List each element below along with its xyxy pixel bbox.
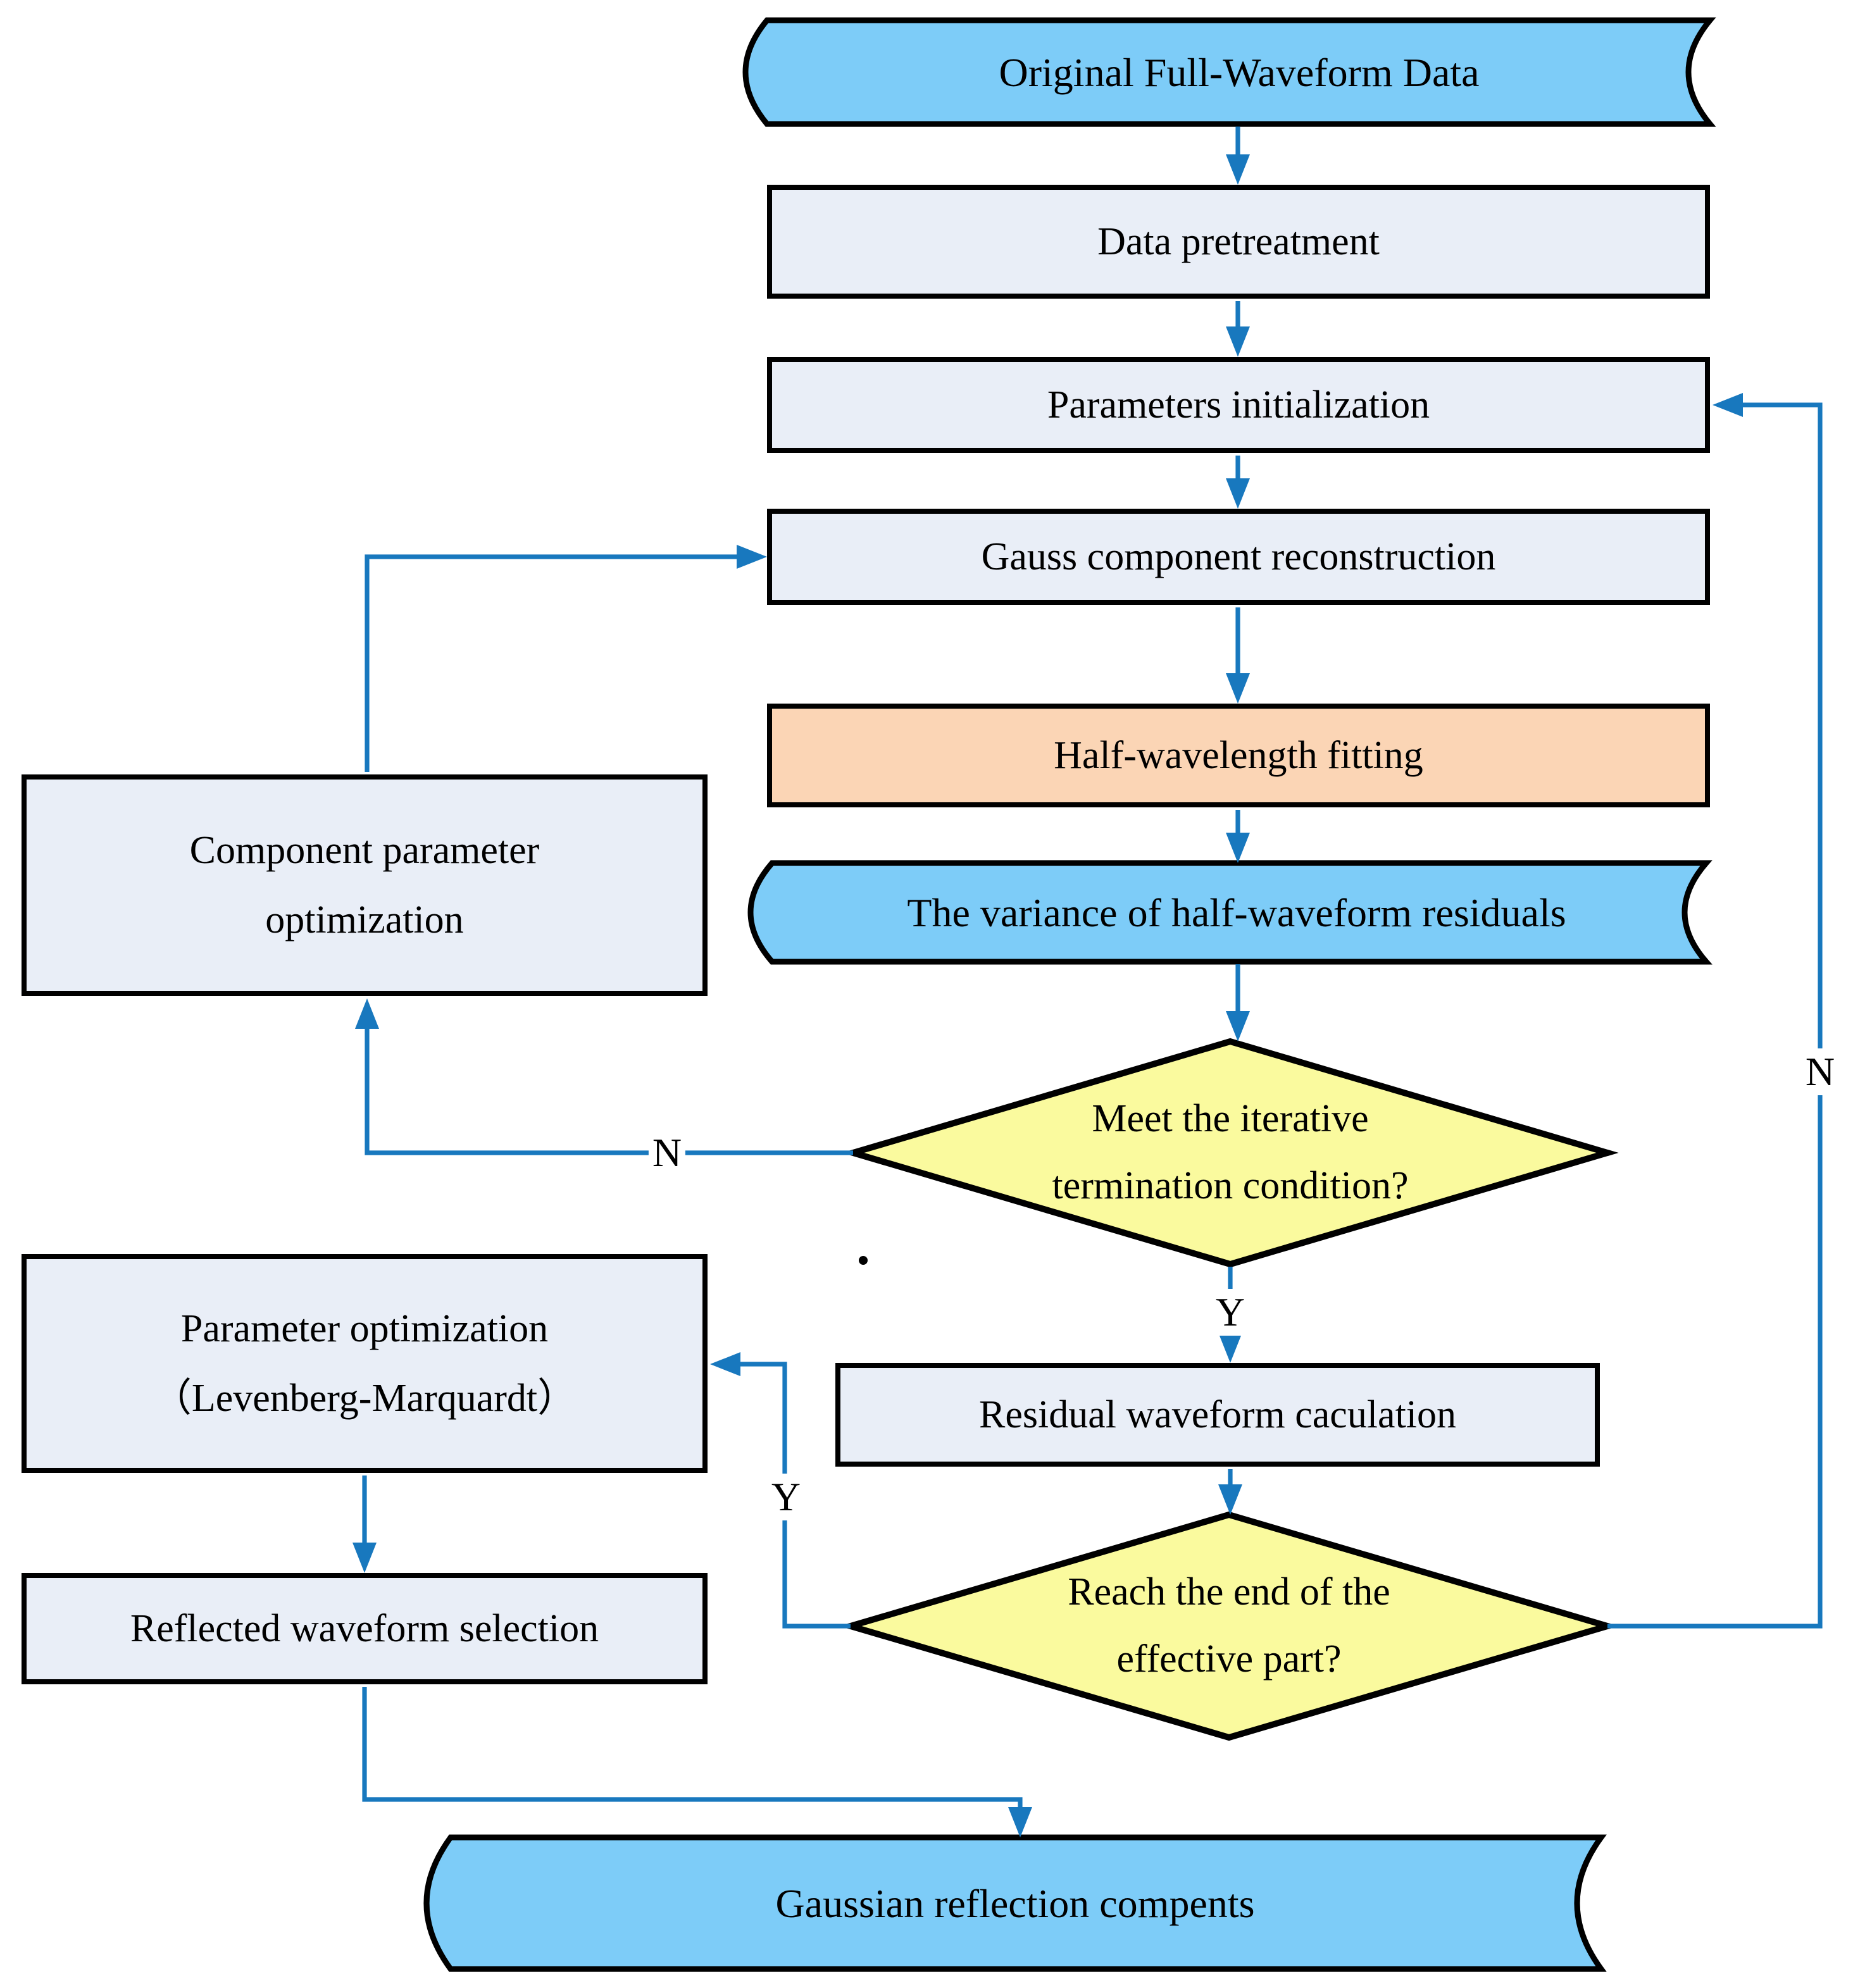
edge-label-no-end: N [1801, 1048, 1839, 1095]
node-label: Parameters initialization [1047, 382, 1430, 426]
edge-reflected-to-gaussian [362, 1687, 1023, 1810]
edge-diamond1-no-to-component [365, 1029, 853, 1155]
arrowhead-down-icon [1008, 1807, 1032, 1837]
node-label-line1: Component parameter [189, 828, 540, 873]
node-label: Reflected waveform selection [130, 1605, 599, 1650]
stored-data-shape-gaussian [423, 1834, 1607, 1972]
stray-dot [859, 1256, 868, 1265]
edge-diamond2-no-to-init [1607, 402, 1823, 1629]
arrowhead-up-icon [355, 998, 379, 1029]
node-data-pretreatment: Data pretreatment [767, 185, 1710, 299]
node-label: Residual waveform caculation [978, 1391, 1457, 1436]
connector-arrowheads [353, 154, 1743, 1837]
stored-data-shape-original [742, 17, 1716, 127]
arrowhead-down-icon [1226, 833, 1250, 863]
connector-lines [362, 127, 1823, 1810]
arrowhead-down-icon [1226, 154, 1250, 185]
node-label-line2: optimization [265, 897, 464, 941]
arrowhead-down-icon [1226, 478, 1250, 509]
edge-component-to-gauss [365, 554, 737, 772]
node-parameter-optimization-lm: Parameter optimization （Levenberg-Marqua… [22, 1254, 708, 1473]
node-residual-waveform-calculation: Residual waveform caculation [835, 1363, 1600, 1467]
decision-diamond-end [839, 1511, 1619, 1741]
node-label: Component parameter optimization [190, 817, 540, 954]
node-component-parameter-optimization: Component parameter optimization [22, 774, 708, 996]
edge-label-yes-iterative: Y [1211, 1289, 1249, 1336]
arrowhead-right-icon [737, 545, 767, 569]
node-half-wavelength-fitting: Half-wavelength fitting [767, 704, 1710, 807]
node-label: Gauss component reconstruction [981, 533, 1496, 578]
node-label: Parameter optimization （Levenberg-Marqua… [153, 1295, 577, 1432]
node-label-line1: Parameter optimization [180, 1306, 549, 1351]
stored-data-shape-variance [747, 860, 1713, 965]
node-reflected-waveform-selection: Reflected waveform selection [22, 1573, 708, 1684]
arrowhead-left-icon [710, 1352, 740, 1376]
arrowhead-left-icon [1713, 393, 1743, 417]
node-gauss-component-reconstruction: Gauss component reconstruction [767, 509, 1710, 605]
edge-label-yes-end: Y [767, 1474, 805, 1520]
decision-diamond-iterative [842, 1038, 1619, 1268]
node-label-line2: （Levenberg-Marquardt） [152, 1375, 577, 1419]
arrowhead-down-icon [353, 1543, 377, 1573]
node-parameters-initialization: Parameters initialization [767, 357, 1710, 453]
edge-label-no-iterative: N [648, 1129, 686, 1176]
arrowhead-down-icon [1226, 1011, 1250, 1041]
arrowhead-down-icon [1226, 326, 1250, 357]
node-label: Data pretreatment [1097, 218, 1380, 263]
arrowhead-down-icon [1226, 673, 1250, 704]
arrowhead-down-icon [1218, 1333, 1242, 1363]
node-label: Half-wavelength fitting [1054, 732, 1423, 777]
arrowhead-down-icon [1218, 1484, 1242, 1515]
